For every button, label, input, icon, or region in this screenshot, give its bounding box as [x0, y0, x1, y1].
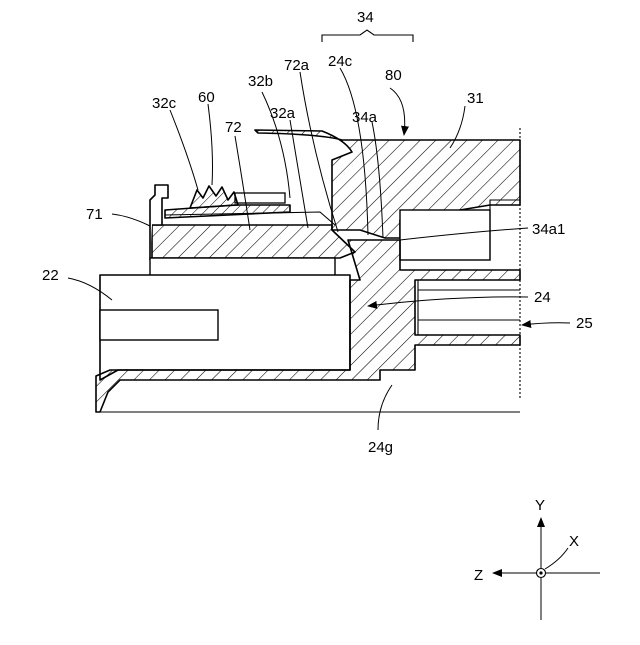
- leader-32a: [290, 120, 308, 228]
- label-25: 25: [576, 315, 593, 332]
- shaft-22-key: [100, 310, 218, 340]
- leader-24g: [378, 385, 392, 430]
- leader-80: [390, 88, 405, 135]
- leader-72: [235, 136, 250, 230]
- leader-32c: [170, 110, 198, 190]
- x-axis-leader: [545, 548, 568, 569]
- label-32b: 32b: [248, 73, 273, 90]
- label-80: 80: [385, 67, 402, 84]
- axis-label-x: X: [569, 533, 579, 550]
- label-24g: 24g: [368, 439, 393, 456]
- label-31: 31: [467, 90, 484, 107]
- leader-25: [522, 323, 570, 325]
- label-34: 34: [357, 9, 374, 26]
- base-band: [150, 258, 335, 276]
- label-60: 60: [198, 89, 215, 106]
- label-24c: 24c: [328, 53, 353, 70]
- label-22: 22: [42, 267, 59, 284]
- bellows-60: [190, 186, 238, 208]
- axis-label-z: Z: [474, 567, 483, 584]
- label-72: 72: [225, 119, 242, 136]
- label-71: 71: [86, 206, 103, 223]
- seal-72-upper: [165, 205, 290, 218]
- label-24: 24: [534, 289, 551, 306]
- axis-label-y: Y: [535, 497, 545, 514]
- label-32a: 32a: [270, 105, 296, 122]
- bore-25: [418, 280, 520, 335]
- axes-indicator: Y X Z: [474, 497, 600, 620]
- bracket-34: [322, 30, 413, 42]
- label-34a1: 34a1: [532, 221, 565, 238]
- seal-72-slot: [235, 193, 285, 203]
- label-32c: 32c: [152, 95, 177, 112]
- leader-71: [112, 214, 150, 226]
- label-72a: 72a: [284, 57, 310, 74]
- circle-dot-center-icon: [539, 571, 542, 574]
- label-34a: 34a: [352, 109, 378, 126]
- seal-72: [152, 225, 355, 258]
- leader-60: [208, 104, 213, 185]
